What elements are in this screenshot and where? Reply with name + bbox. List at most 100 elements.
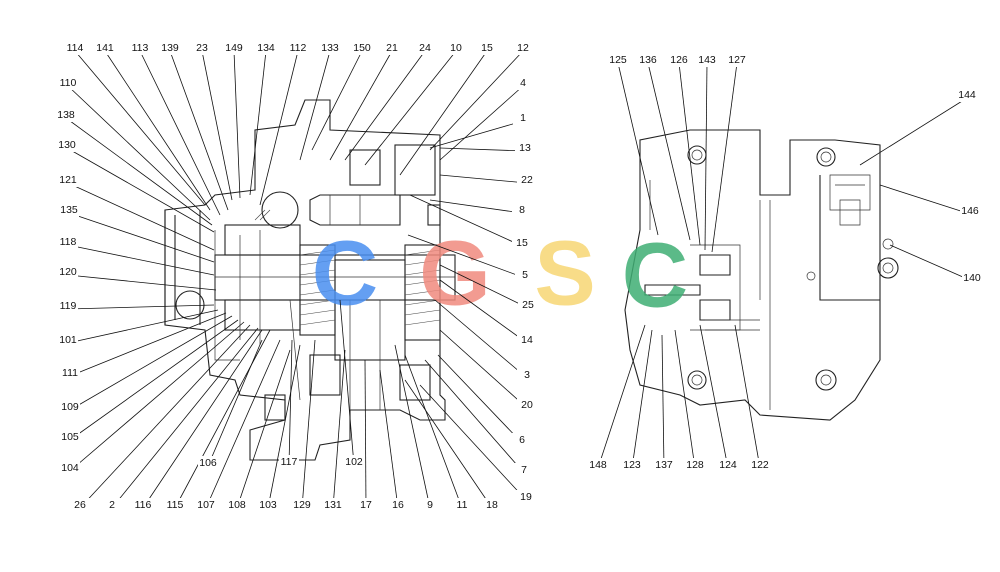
left-callout-backing — [288, 41, 308, 55]
left-leader-line — [259, 50, 299, 206]
left-leader-line — [434, 299, 528, 379]
left-callout-label: 141 — [96, 42, 114, 54]
left-callout-label: 25 — [522, 299, 534, 311]
right-callout-label: 136 — [639, 54, 657, 66]
left-callout-label: 111 — [62, 367, 78, 379]
left-callout-label: 20 — [521, 399, 533, 411]
left-callout-backing — [60, 461, 80, 475]
left-callout-label: 17 — [360, 499, 372, 511]
left-callout-label: 10 — [450, 42, 462, 54]
left-callout-label: 116 — [135, 499, 152, 511]
left-callout-backing — [56, 108, 76, 122]
left-leader-line — [139, 50, 221, 216]
right-callout-backing — [685, 458, 705, 472]
left-leader-line — [329, 50, 393, 161]
left-callout-backing — [415, 41, 435, 55]
left-callout-backing — [323, 498, 343, 512]
left-callout-label: 16 — [392, 499, 404, 511]
left-callout-label: 102 — [345, 456, 363, 468]
left-callout-backing — [192, 41, 212, 55]
left-leader-line — [404, 379, 493, 509]
right-leader-line — [699, 324, 729, 469]
left-leader-line — [65, 117, 213, 226]
left-callout-label: 21 — [386, 42, 398, 54]
left-callout-backing — [382, 41, 402, 55]
left-callout-label: 133 — [321, 42, 339, 54]
left-callout-label: 103 — [259, 499, 277, 511]
left-leader-line — [339, 299, 355, 466]
left-callout-backing — [256, 41, 276, 55]
left-callout-backing — [352, 41, 372, 55]
left-callout-backing — [60, 366, 80, 380]
watermark-letter: C — [312, 222, 378, 324]
left-callout-label: 114 — [67, 42, 84, 54]
left-leader-line — [174, 329, 271, 509]
left-callout-backing — [356, 498, 376, 512]
left-callout-label: 6 — [519, 434, 525, 446]
right-callout-backing — [638, 53, 658, 67]
left-callout-label: 121 — [59, 174, 77, 186]
left-callout-backing — [420, 498, 440, 512]
left-callout-label: 108 — [228, 499, 246, 511]
left-callout-backing — [165, 498, 185, 512]
left-callout-label: 5 — [522, 269, 528, 281]
left-callout-backing — [515, 141, 535, 155]
right-leader-line — [734, 324, 761, 469]
right-callout-label: 124 — [719, 459, 737, 471]
left-callout-backing — [514, 463, 534, 477]
right-callout-label: 125 — [609, 54, 627, 66]
left-leader-line — [205, 339, 281, 509]
left-callout-backing — [58, 265, 78, 279]
left-callout-label: 18 — [486, 499, 498, 511]
right-callout-label: 146 — [961, 205, 979, 217]
left-leader-line — [429, 50, 524, 151]
left-leader-line — [111, 327, 259, 509]
left-callout-backing — [517, 368, 537, 382]
left-callout-backing — [102, 498, 122, 512]
right-callout-backing — [962, 271, 982, 285]
left-callout-backing — [70, 498, 90, 512]
left-leader-line — [394, 344, 431, 509]
left-leader-line — [439, 264, 529, 309]
watermark-letter: G — [419, 222, 491, 324]
right-callout-label: 128 — [686, 459, 704, 471]
left-leader-line — [439, 85, 524, 161]
left-callout-label: 115 — [167, 499, 184, 511]
left-callout-backing — [320, 41, 340, 55]
left-callout-backing — [227, 498, 247, 512]
left-callout-backing — [60, 430, 80, 444]
right-callout-label: 143 — [698, 54, 716, 66]
left-callout-label: 1 — [520, 112, 526, 124]
left-callout-label: 109 — [61, 401, 79, 413]
left-callout-backing — [512, 433, 532, 447]
left-leader-line — [344, 50, 426, 161]
left-callout-label: 110 — [60, 77, 77, 89]
left-callout-label: 139 — [161, 42, 179, 54]
left-leader-line — [439, 147, 526, 152]
right-leader-line — [889, 244, 973, 282]
left-leader-line — [399, 50, 488, 176]
left-leader-line — [332, 349, 346, 509]
right-leader-line — [674, 329, 696, 469]
right-callout-label: 126 — [670, 54, 688, 66]
left-callout-label: 15 — [481, 42, 493, 54]
right-callout-backing — [960, 204, 980, 218]
left-callout-backing — [59, 203, 79, 217]
left-callout-backing — [58, 299, 78, 313]
left-callout-backing — [58, 235, 78, 249]
left-callout-label: 106 — [199, 457, 217, 469]
right-leader-line — [617, 62, 659, 236]
left-callout-label: 4 — [520, 77, 526, 89]
left-leader-line — [299, 50, 331, 161]
left-callout-backing — [446, 41, 466, 55]
left-callout-label: 119 — [60, 300, 77, 312]
left-leader-line — [67, 244, 215, 276]
left-callout-label: 117 — [281, 456, 298, 468]
left-callout-label: 135 — [60, 204, 78, 216]
left-callout-label: 26 — [74, 499, 86, 511]
left-callout-label: 150 — [353, 42, 371, 54]
left-callout-backing — [130, 41, 150, 55]
left-callout-label: 24 — [419, 42, 431, 54]
